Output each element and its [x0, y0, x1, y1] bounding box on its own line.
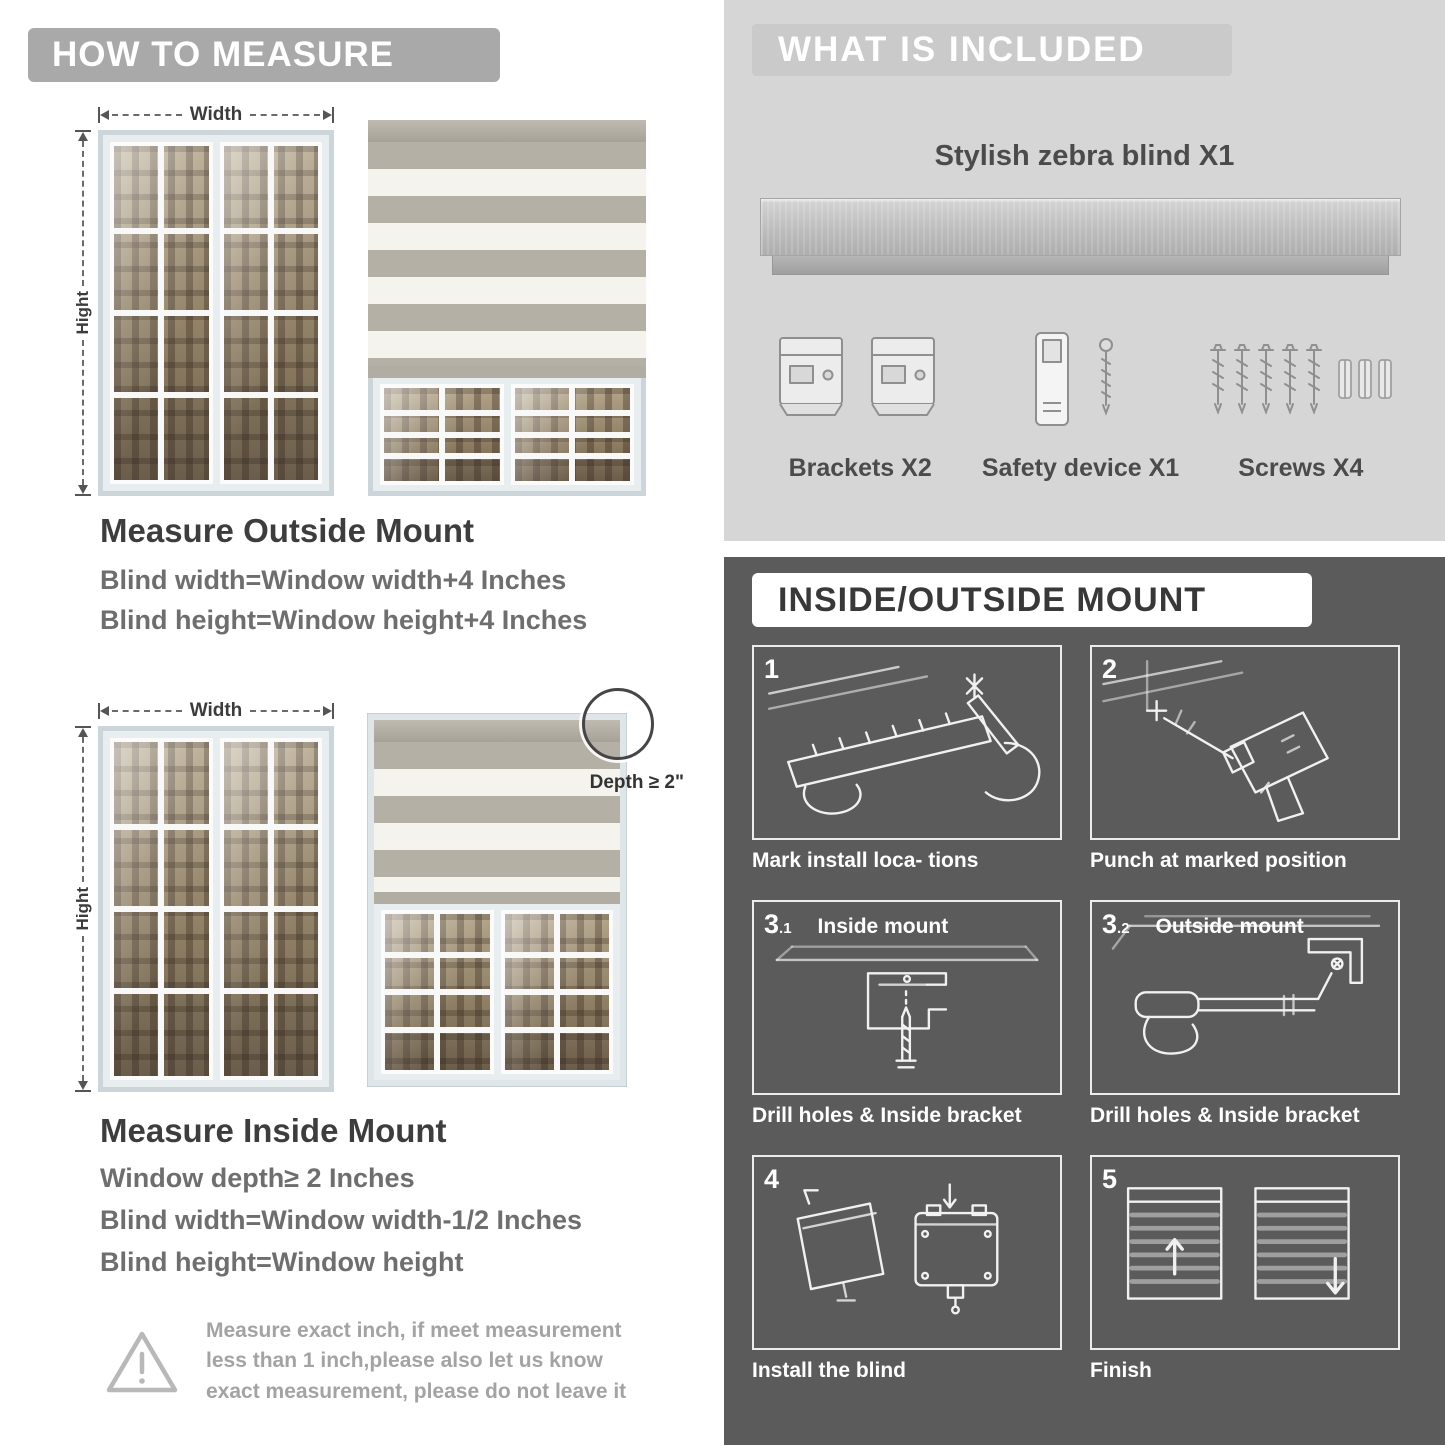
window-illustration — [98, 130, 334, 496]
blind-bottom-bar — [368, 366, 646, 378]
height-arrow: Hight — [72, 726, 94, 1092]
how-to-measure-title: HOW TO MEASURE — [52, 35, 394, 74]
step-1: 1 — [752, 645, 1062, 900]
step-number: 3 — [1102, 909, 1118, 939]
inside-outside-mount-header: INSIDE/OUTSIDE MOUNT — [752, 573, 1312, 627]
window-outside-figure: Width Hight — [72, 104, 334, 496]
how-to-measure-header: HOW TO MEASURE — [28, 28, 500, 82]
width-label: Width — [189, 700, 243, 721]
step-caption: Finish — [1090, 1359, 1152, 1382]
part-safety-device: Safety device X1 — [970, 318, 1190, 483]
step-title: Inside mount — [817, 915, 949, 938]
step-number: 1 — [764, 654, 780, 684]
part-screws: Screws X4 — [1191, 318, 1411, 483]
outside-mount-line: Blind width=Window width+4 Inches — [100, 565, 567, 595]
mount-steps-grid: 1 — [752, 645, 1400, 1410]
window-inside-figure: Width Hight — [72, 700, 334, 1092]
step-2: 2 — [1090, 645, 1400, 900]
brackets-icon — [779, 337, 936, 416]
inside-mount-figures: Width Hight — [72, 688, 684, 1092]
step-3-1: 3 .1 Inside mount — [752, 900, 1062, 1155]
window-glass — [110, 142, 213, 484]
screws-label: Screws X4 — [1238, 454, 1364, 482]
outside-bracket-illustration — [1111, 915, 1381, 1055]
step-4: 4 — [752, 1155, 1062, 1410]
inside-bracket-illustration — [775, 945, 1039, 1069]
inside-outside-mount-title: INSIDE/OUTSIDE MOUNT — [778, 580, 1207, 619]
step-3-2: 3 .2 Outside mount — [1090, 900, 1400, 1155]
warning-icon — [106, 1331, 178, 1392]
step-caption: Install the blind — [752, 1359, 907, 1382]
outside-mount-title: Measure Outside Mount — [100, 512, 475, 549]
inside-mount-line: Blind height=Window height — [100, 1247, 464, 1277]
step-title: Outside mount — [1155, 915, 1304, 938]
step-caption: Drill holes & Inside bracket — [1090, 1104, 1360, 1127]
step-number: 2 — [1102, 654, 1118, 684]
inside-mount-line: Blind width=Window width-1/2 Inches — [100, 1205, 583, 1235]
height-label: Hight — [73, 887, 92, 931]
zebra-blind-outside-figure — [368, 120, 646, 496]
blind-headrail — [374, 720, 620, 742]
window-glass — [219, 142, 322, 484]
inside-outside-mount-section: INSIDE/OUTSIDE MOUNT 1 — [724, 557, 1445, 1445]
step-caption: Mark install loca- tions — [752, 849, 979, 872]
blind-stripes — [368, 142, 646, 366]
depth-callout-circle — [582, 688, 654, 760]
step-caption: Drill holes & Inside bracket — [752, 1104, 1022, 1127]
width-label: Width — [189, 104, 243, 125]
warning-text: Measure exact inch, if meet measurement … — [206, 1319, 627, 1403]
outside-mount-line: Blind height=Window height+4 Inches — [100, 605, 588, 635]
punch-position-illustration — [1102, 660, 1329, 823]
how-to-measure-section: HOW TO MEASURE Width Hight — [28, 28, 684, 1407]
step-caption: Punch at marked position — [1090, 849, 1347, 872]
window-below-blind — [374, 904, 620, 1080]
included-parts: Brackets X2 — [750, 318, 1411, 483]
what-is-included-section: WHAT IS INCLUDED Stylish zebra blind X1 — [724, 0, 1445, 541]
width-arrow: Width — [72, 700, 334, 722]
zebra-blind-headrail-illustration — [760, 198, 1401, 275]
measure-warning: Measure exact inch, if meet measurement … — [104, 1316, 658, 1407]
what-is-included-title: WHAT IS INCLUDED — [778, 30, 1146, 69]
blind-bottom-bar — [374, 892, 620, 904]
mark-location-illustration — [768, 665, 1041, 815]
inside-mount-title: Measure Inside Mount — [100, 1112, 447, 1149]
step-number: 4 — [764, 1164, 780, 1194]
depth-label: Depth ≥ 2" — [589, 772, 684, 793]
width-arrow: Width — [72, 104, 334, 126]
step-number: 5 — [1102, 1164, 1118, 1194]
window-illustration — [98, 726, 334, 1092]
brackets-label: Brackets X2 — [788, 454, 932, 482]
blind-headrail — [368, 120, 646, 142]
product-label: Stylish zebra blind X1 — [934, 140, 1235, 172]
height-label: Hight — [73, 291, 92, 335]
zebra-blind-inside-figure: Depth ≥ 2" — [367, 688, 684, 1087]
blind-stripes — [374, 742, 620, 892]
window-below-blind — [368, 378, 646, 496]
screws-icon — [1209, 344, 1392, 415]
height-arrow: Hight — [72, 130, 94, 496]
part-brackets: Brackets X2 — [750, 318, 970, 483]
outside-mount-figures: Width Hight — [72, 104, 646, 496]
step-5: 5 — [1090, 1155, 1400, 1410]
inside-mount-line: Window depth≥ 2 Inches — [100, 1163, 415, 1193]
step-number: 3 — [764, 909, 780, 939]
install-blind-illustration — [796, 1183, 999, 1315]
what-is-included-header: WHAT IS INCLUDED — [752, 24, 1232, 76]
safety-device-icon — [1035, 332, 1114, 426]
safety-device-label: Safety device X1 — [981, 454, 1180, 482]
finish-illustration — [1126, 1187, 1350, 1300]
